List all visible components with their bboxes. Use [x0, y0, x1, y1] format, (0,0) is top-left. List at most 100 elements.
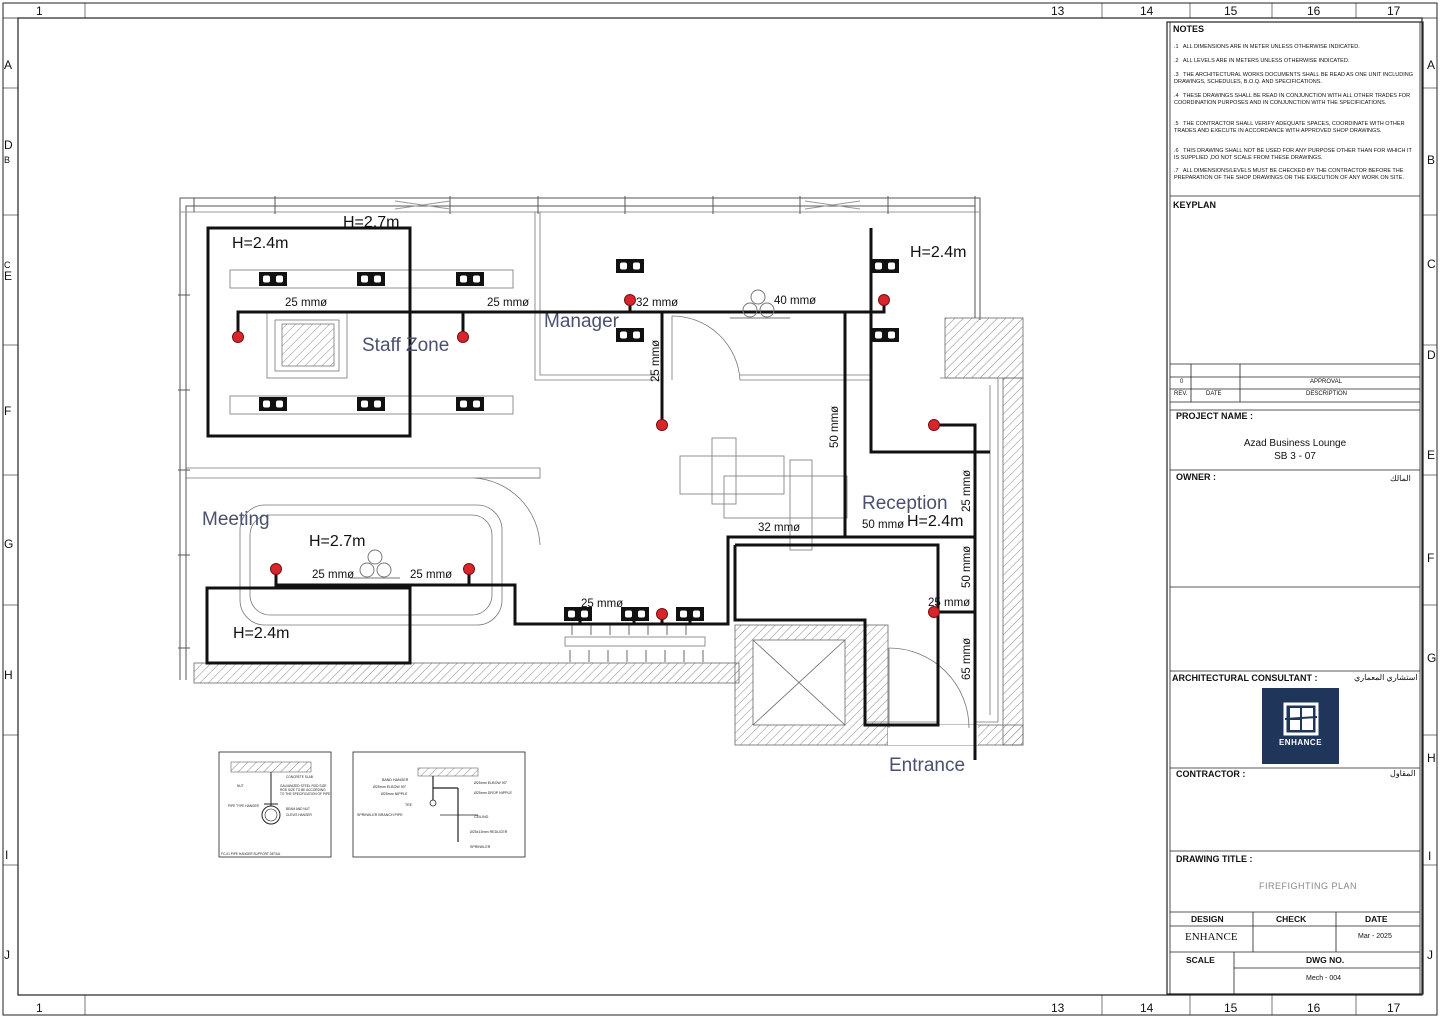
detail-label: Ø25mm ELBOW 90° — [373, 785, 407, 789]
owner-label: OWNER : — [1176, 472, 1216, 482]
top-number: 14 — [1140, 4, 1154, 18]
room-labels: Staff Zone Manager Meeting Reception Ent… — [202, 311, 965, 776]
bottom-number: 15 — [1224, 1001, 1238, 1015]
sprinkler-icon — [232, 331, 244, 343]
top-number: 17 — [1387, 4, 1401, 18]
contractor-label-arabic: المقاول — [1390, 769, 1416, 778]
right-letter: G — [1427, 651, 1436, 665]
sprinkler-icon — [624, 294, 636, 306]
date-label: DATE — [1206, 391, 1222, 397]
detail-label: GALVANIZED STEEL ROD SIZE — [280, 784, 327, 788]
ceiling-height-labels: H=2.7m H=2.4m H=2.4m H=2.7m H=2.4m H=2.4… — [232, 214, 966, 642]
pipe-size: 25 mmø — [650, 340, 662, 382]
room-label-entrance: Entrance — [889, 755, 965, 776]
project-name: Azad Business Lounge — [1243, 438, 1347, 449]
bottom-number: 16 — [1307, 1001, 1321, 1015]
ceiling-height: H=2.4m — [910, 244, 966, 261]
description-label: DESCRIPTION — [1306, 391, 1348, 397]
date-column-label: DATE — [1365, 914, 1388, 924]
detail-label: Ø25x15mm REDUCER — [470, 830, 508, 834]
date-value: Mar - 2025 — [1358, 933, 1392, 940]
light-fixture-icon — [871, 259, 899, 273]
pipe-size: 25 mmø — [961, 470, 973, 512]
detail-label: CLEVIS HANGER — [286, 813, 313, 817]
note-item: .2 ALL LEVELS ARE IN METERS UNLESS OTHER… — [1174, 58, 1350, 64]
pipe-size-labels: 25 mmø 25 mmø 32 mmø 40 mmø 25 mmø 50 mm… — [285, 295, 973, 680]
light-fixture-icon — [357, 397, 385, 411]
project-name-label: PROJECT NAME : — [1176, 411, 1254, 421]
note-item: .5 THE CONTRACTOR SHALL VERIFY ADEQUATE … — [1174, 121, 1405, 134]
drawing-title: FIREFIGHTING PLAN — [1258, 881, 1357, 891]
right-letter: E — [1427, 448, 1435, 462]
detail-label: SPRINKLER BRANCH PIPE — [357, 813, 403, 817]
detail-label: BEAM AND NUT — [286, 807, 310, 811]
bottom-number: 17 — [1387, 1001, 1401, 1015]
rev-label: REV. — [1174, 391, 1188, 397]
top-number: 1 — [36, 4, 43, 18]
dwg-no-value: Mech - 004 — [1306, 975, 1342, 982]
sprinkler-icon — [928, 419, 940, 431]
drawing-title-label: DRAWING TITLE : — [1176, 854, 1253, 864]
enhance-logo: ENHANCE — [1262, 688, 1339, 764]
ceiling-height: H=2.7m — [309, 533, 365, 550]
pipe-size: 32 mmø — [758, 522, 800, 534]
light-fixture-icon — [259, 397, 287, 411]
left-letter: F — [4, 404, 11, 418]
detail-label: Ø25mm DROP NIPPLE — [474, 791, 512, 795]
light-fixture-icon — [621, 607, 649, 621]
room-label-manager: Manager — [544, 311, 620, 332]
logo-mark-icon — [1283, 702, 1319, 736]
top-number: 15 — [1224, 4, 1238, 18]
detail-caption: FC-01 PIPE HANGER SUPPORT DETAIL — [221, 852, 281, 856]
detail-label: BAND HANGER — [382, 778, 409, 782]
left-letter: E — [4, 269, 12, 283]
light-fixture-icon — [456, 272, 484, 286]
pipe-size: 25 mmø — [410, 569, 452, 581]
pipe-size: 25 mmø — [312, 569, 354, 581]
sprinkler-icon — [656, 608, 668, 620]
light-fixture-icon — [259, 272, 287, 286]
right-letter: D — [1427, 348, 1436, 362]
sprinkler-icon — [457, 331, 469, 343]
ceiling-height: H=2.4m — [907, 513, 963, 530]
left-letter: B — [4, 155, 10, 165]
top-number: 16 — [1307, 4, 1321, 18]
left-letter: I — [5, 848, 8, 862]
hatched-walls — [193, 317, 1024, 746]
pipe-size: 25 mmø — [487, 297, 529, 309]
fan-symbol — [350, 289, 790, 579]
left-letter: G — [4, 537, 13, 551]
light-fixture-icon — [616, 259, 644, 273]
rev-value: 0 — [1180, 379, 1184, 385]
note-item: .6 THIS DRAWING SHALL NOT BE USED FOR AN… — [1174, 148, 1412, 161]
floor-plan: Staff Zone Manager Meeting Reception Ent… — [178, 196, 1024, 776]
detail-label: TO THE SPECIFICATION OF PIPE — [280, 792, 330, 796]
pipe-size: 25 mmø — [285, 297, 327, 309]
right-letter: B — [1427, 153, 1435, 167]
detail-label: PIPE TYPE HANGER — [228, 804, 260, 808]
detail-label: Ø25mm ELBOW 90° — [474, 781, 508, 785]
project-code: SB 3 - 07 — [1274, 451, 1316, 462]
light-fixture-icon — [357, 272, 385, 286]
check-label: CHECK — [1276, 914, 1307, 924]
contractor-label: CONTRACTOR : — [1176, 769, 1246, 779]
pipe-size: 65 mmø — [961, 638, 973, 680]
detail-label: NUT — [237, 784, 244, 788]
ceiling-height: H=2.4m — [232, 235, 288, 252]
ceiling-height: H=2.7m — [343, 214, 399, 231]
diffuser-arrows — [569, 625, 704, 662]
detail-label: ROD SIZE TO BE ACCORDING — [280, 788, 326, 792]
sprinkler-icon — [656, 419, 668, 431]
detail-label: Ø25mm NIPPLE — [381, 792, 408, 796]
pipe-size: 32 mmø — [636, 297, 678, 309]
design-label: DESIGN — [1191, 914, 1224, 924]
dwg-no-label: DWG NO. — [1306, 955, 1345, 965]
room-label-meeting: Meeting — [202, 509, 270, 530]
interior-walls — [186, 212, 999, 729]
pipes-and-ceilings — [205, 226, 990, 760]
left-letter: A — [4, 58, 12, 72]
pipe-size: 25 mmø — [581, 598, 623, 610]
top-number: 13 — [1051, 4, 1065, 18]
bottom-number: 13 — [1051, 1001, 1065, 1015]
